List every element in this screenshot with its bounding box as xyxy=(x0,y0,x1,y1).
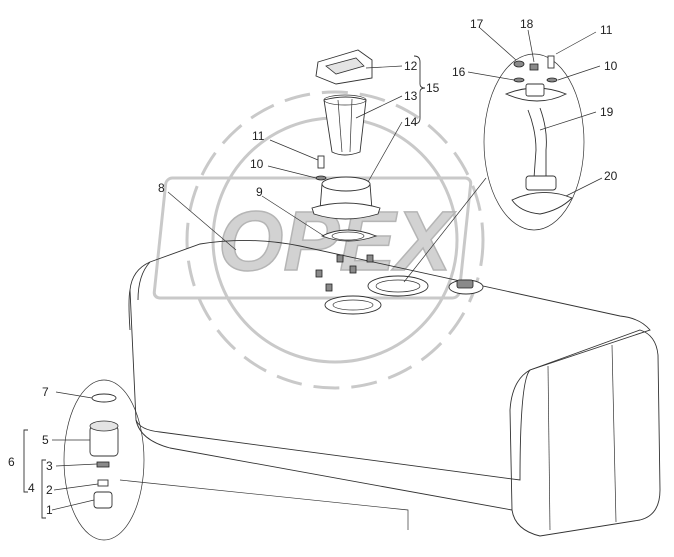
filler-neck-top xyxy=(321,176,371,192)
gasket-9-hole xyxy=(331,231,365,241)
tank-openings xyxy=(315,254,484,315)
pickup-group-outline xyxy=(483,53,585,231)
pickup-tube-19 xyxy=(527,107,547,179)
leader-14 xyxy=(367,121,403,183)
stud-4 xyxy=(366,254,374,263)
fuel-tank-body xyxy=(119,239,661,537)
stud-1 xyxy=(315,269,323,278)
bracket-15 xyxy=(413,55,426,125)
screw-11b xyxy=(547,55,555,69)
leader-20 xyxy=(565,177,603,197)
nut-18 xyxy=(529,63,539,71)
gasket-2 xyxy=(97,479,109,487)
leader-2 xyxy=(53,483,99,491)
bracket-4 xyxy=(41,459,46,519)
filler-neck-assembly xyxy=(311,49,426,242)
tank-seam-1 xyxy=(547,365,551,531)
tank-left-face xyxy=(128,261,151,331)
strainer-mesh-1 xyxy=(337,99,343,153)
leader-7 xyxy=(55,391,93,399)
callout-11a: 11 xyxy=(252,129,265,143)
pump-flange-seat-inner xyxy=(375,279,421,293)
leader-1 xyxy=(51,499,95,511)
leader-11b xyxy=(555,31,597,55)
callout-5: 5 xyxy=(42,433,49,447)
callout-1: 1 xyxy=(46,503,53,517)
leader-16 xyxy=(467,71,515,81)
watermark: OPEX xyxy=(152,90,485,390)
leader-3 xyxy=(55,463,98,467)
nut-17 xyxy=(513,60,525,68)
callout-2: 2 xyxy=(46,483,53,497)
stud-2 xyxy=(336,254,344,263)
callout-7: 7 xyxy=(42,385,49,399)
callout-labels: 12 13 15 14 11 10 8 9 17 18 11 16 10 19 … xyxy=(8,17,618,517)
stud-3 xyxy=(349,265,357,274)
pickup-flange-boss xyxy=(525,83,545,97)
callout-3: 3 xyxy=(46,459,53,473)
pickup-bottom-strainer xyxy=(525,175,557,191)
leader-8 xyxy=(167,191,237,251)
screw-11a xyxy=(317,155,325,169)
callout-8: 8 xyxy=(158,181,165,195)
tank-base-leader xyxy=(119,479,409,530)
callout-16: 16 xyxy=(452,65,466,79)
leader-9 xyxy=(261,195,325,237)
plug-1 xyxy=(93,491,113,509)
drain-body-top xyxy=(89,420,119,432)
callout-4: 4 xyxy=(28,481,35,495)
strainer-top xyxy=(323,94,367,106)
callout-17: 17 xyxy=(470,17,484,31)
callout-12: 12 xyxy=(404,59,418,73)
tank-top-outline xyxy=(129,239,651,481)
filler-neck-flange xyxy=(311,202,381,220)
washer-16 xyxy=(513,77,525,83)
strainer-mesh-2 xyxy=(349,98,353,153)
callout-11b: 11 xyxy=(600,23,613,37)
fuel-pickup-assembly xyxy=(403,53,585,283)
watermark-gear xyxy=(185,90,485,390)
leader-12 xyxy=(365,65,403,69)
drain-group-outline xyxy=(63,379,145,541)
bracket-6 xyxy=(23,429,28,493)
tank-end-face xyxy=(509,329,661,537)
leader-19 xyxy=(539,111,597,131)
callout-9: 9 xyxy=(256,185,263,199)
callout-6: 6 xyxy=(8,455,15,469)
leader-lines xyxy=(51,27,603,511)
filler-gasket-ring xyxy=(324,295,382,315)
sensor-port-cap xyxy=(456,279,474,289)
callout-10b: 10 xyxy=(604,59,618,73)
seal-ring-7 xyxy=(91,393,117,403)
tank-bottom-edge xyxy=(135,419,513,511)
callout-19: 19 xyxy=(600,105,614,119)
leader-13 xyxy=(355,95,403,119)
washer-10b xyxy=(546,77,558,83)
callout-10a: 10 xyxy=(250,157,264,171)
callout-18: 18 xyxy=(520,17,534,31)
tank-seam-2 xyxy=(611,344,617,523)
leader-10a xyxy=(267,165,317,179)
pump-flange-seat xyxy=(367,275,429,297)
leader-18 xyxy=(527,29,535,63)
callout-14: 14 xyxy=(404,115,418,129)
pickup-gasket-20 xyxy=(511,192,573,215)
pickup-to-tank-leader xyxy=(403,177,487,283)
stud-5 xyxy=(325,283,333,292)
callout-20: 20 xyxy=(604,169,618,183)
filler-cap-12-jaw xyxy=(325,57,365,75)
filler-gasket-ring-inner xyxy=(332,299,374,311)
drain-plug-assembly xyxy=(23,379,145,541)
leader-17 xyxy=(479,27,517,61)
washer-10a xyxy=(315,175,327,181)
leader-11a xyxy=(269,139,319,161)
leader-10b xyxy=(557,65,601,81)
washer-3 xyxy=(96,461,110,468)
filter-strainer-13 xyxy=(323,96,367,156)
callout-13: 13 xyxy=(404,89,418,103)
callout-15: 15 xyxy=(426,81,440,95)
